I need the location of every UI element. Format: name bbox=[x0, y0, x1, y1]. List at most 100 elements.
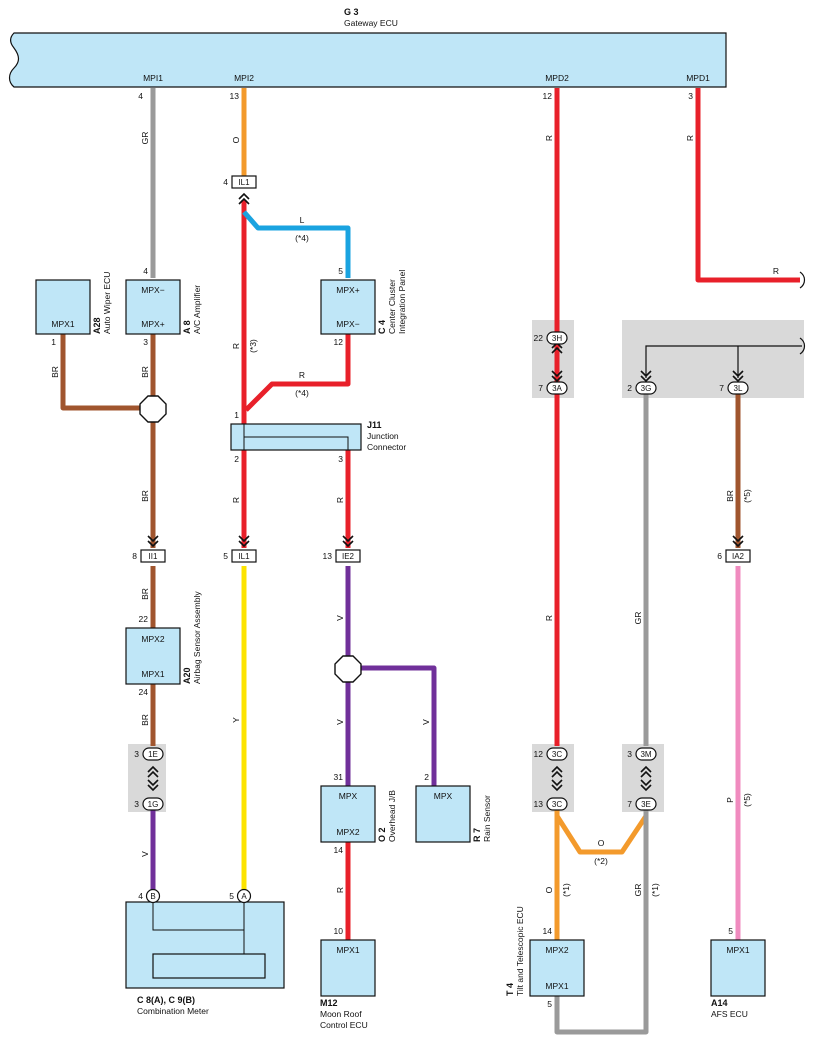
connector-chevron-icon bbox=[640, 765, 652, 778]
meter-pin-b: B bbox=[150, 892, 155, 901]
connector-ii1 bbox=[140, 549, 166, 563]
wire-label-br: BR bbox=[50, 366, 60, 378]
connector-ia2 bbox=[725, 549, 751, 563]
wire-label-gr: GR bbox=[633, 884, 643, 897]
pin-number: 6 bbox=[717, 551, 722, 561]
meter-internal-block bbox=[152, 953, 266, 979]
r7-code: R 7 bbox=[472, 828, 482, 842]
a14-afs-ecu bbox=[710, 939, 766, 997]
octagon-junction-icon bbox=[334, 655, 362, 683]
pin-number: 5 bbox=[547, 999, 552, 1009]
pin-number: 14 bbox=[543, 926, 553, 936]
gateway-ecu-box bbox=[8, 32, 727, 88]
connector-chevron-icon bbox=[732, 370, 744, 383]
connector-chevron-icon bbox=[640, 370, 652, 383]
a28-name: Auto Wiper ECU bbox=[102, 272, 112, 334]
connector-il1-top bbox=[231, 175, 257, 189]
a28-auto-wiper-ecu bbox=[35, 279, 91, 335]
pin-number: 3 bbox=[338, 454, 343, 464]
pin-number: 12 bbox=[334, 337, 344, 347]
pin-number: 12 bbox=[534, 749, 544, 759]
m12-pin: MPX1 bbox=[336, 945, 359, 955]
round-connector-3e bbox=[635, 797, 657, 811]
connector-label: IE2 bbox=[342, 552, 355, 561]
a20-pin-top: MPX2 bbox=[141, 634, 164, 644]
connector-label: 3M bbox=[640, 750, 651, 759]
pin-number: 22 bbox=[139, 614, 149, 624]
a8-code: A 8 bbox=[182, 320, 192, 334]
c8-name: Combination Meter bbox=[137, 1006, 209, 1016]
pin-number: 7 bbox=[538, 383, 543, 393]
meter-pin-a-circle bbox=[236, 888, 252, 904]
connector-label: 3C bbox=[552, 800, 562, 809]
wire-label-br: BR bbox=[140, 366, 150, 378]
gateway-name: Gateway ECU bbox=[344, 18, 398, 28]
gateway-pin-mpd2: MPD2 bbox=[545, 73, 569, 83]
pin-number: 5 bbox=[338, 266, 343, 276]
connector-chevron-icon bbox=[147, 765, 159, 778]
round-connector-1e bbox=[142, 747, 164, 761]
connector-chevron-icon bbox=[551, 765, 563, 778]
connector-chevron-icon bbox=[342, 535, 354, 548]
a8-pin-bottom: MPX+ bbox=[141, 319, 164, 329]
connector-chevron-icon bbox=[551, 779, 563, 792]
wire-break-icon bbox=[799, 271, 806, 289]
pin-number: 31 bbox=[334, 772, 344, 782]
pin-number: 14 bbox=[334, 845, 344, 855]
wire-label-gr: GR bbox=[633, 612, 643, 625]
wire-label-y: Y bbox=[231, 717, 241, 723]
t4-pin-bottom: MPX1 bbox=[545, 981, 568, 991]
round-connector-3c-bottom bbox=[546, 797, 568, 811]
m12-code: M12 bbox=[320, 998, 338, 1008]
j11-name-2: Connector bbox=[367, 442, 406, 452]
connector-label: 1G bbox=[148, 800, 159, 809]
a28-pin-label: MPX1 bbox=[51, 319, 74, 329]
wire-label-v: V bbox=[140, 851, 150, 857]
pin-number: 5 bbox=[728, 926, 733, 936]
c4-name-2: Integration Panel bbox=[397, 270, 407, 334]
a20-pin-bottom: MPX1 bbox=[141, 669, 164, 679]
wire-note-2: (*2) bbox=[594, 856, 608, 866]
pin-number: 4 bbox=[138, 91, 143, 101]
a14-name: AFS ECU bbox=[711, 1009, 748, 1019]
connector-label: 3C bbox=[552, 750, 562, 759]
pin-number: 1 bbox=[234, 410, 239, 420]
a8-ac-amplifier bbox=[125, 279, 181, 335]
pin-number: 13 bbox=[534, 799, 544, 809]
c4-name-1: Center Cluster bbox=[387, 279, 397, 334]
round-connector-3h bbox=[546, 331, 568, 345]
pin-number: 22 bbox=[534, 333, 544, 343]
j11-code: J11 bbox=[367, 420, 382, 430]
j11-internal-bus bbox=[243, 424, 349, 450]
connector-label: IL1 bbox=[238, 552, 250, 561]
wire-note-3: (*3) bbox=[248, 339, 258, 353]
t4-name: Tilt and Telescopic ECU bbox=[515, 906, 525, 996]
m12-name-2: Control ECU bbox=[320, 1020, 368, 1030]
connector-chevron-icon bbox=[147, 535, 159, 548]
pin-number: 24 bbox=[139, 687, 149, 697]
pin-number: 2 bbox=[424, 772, 429, 782]
wire-label-o: O bbox=[231, 136, 241, 143]
pin-number: 5 bbox=[229, 891, 234, 901]
wire-label-gr: GR bbox=[140, 132, 150, 145]
j11-name-1: Junction bbox=[367, 431, 399, 441]
wire-label-l: L bbox=[300, 215, 305, 225]
wire-note-1: (*1) bbox=[650, 883, 660, 897]
wire-label-v: V bbox=[335, 615, 345, 621]
r7-rain-sensor bbox=[415, 785, 471, 843]
wire-label-v: V bbox=[421, 719, 431, 725]
a14-code: A14 bbox=[711, 998, 728, 1008]
connector-chevron-icon bbox=[551, 370, 563, 383]
gateway-pin-mpd1: MPD1 bbox=[686, 73, 710, 83]
wire-label-p: P bbox=[725, 797, 735, 803]
a8-pin-top: MPX− bbox=[141, 285, 164, 295]
m12-name-1: Moon Roof bbox=[320, 1009, 362, 1019]
wire-note-4: (*4) bbox=[295, 388, 309, 398]
connector-label: 3A bbox=[552, 384, 562, 393]
r7-pin-top: MPX bbox=[434, 791, 453, 801]
c8-code: C 8(A), C 9(B) bbox=[137, 995, 195, 1005]
r7-name: Rain Sensor bbox=[482, 795, 492, 842]
pin-number: 10 bbox=[334, 926, 344, 936]
connector-label: II1 bbox=[149, 552, 158, 561]
